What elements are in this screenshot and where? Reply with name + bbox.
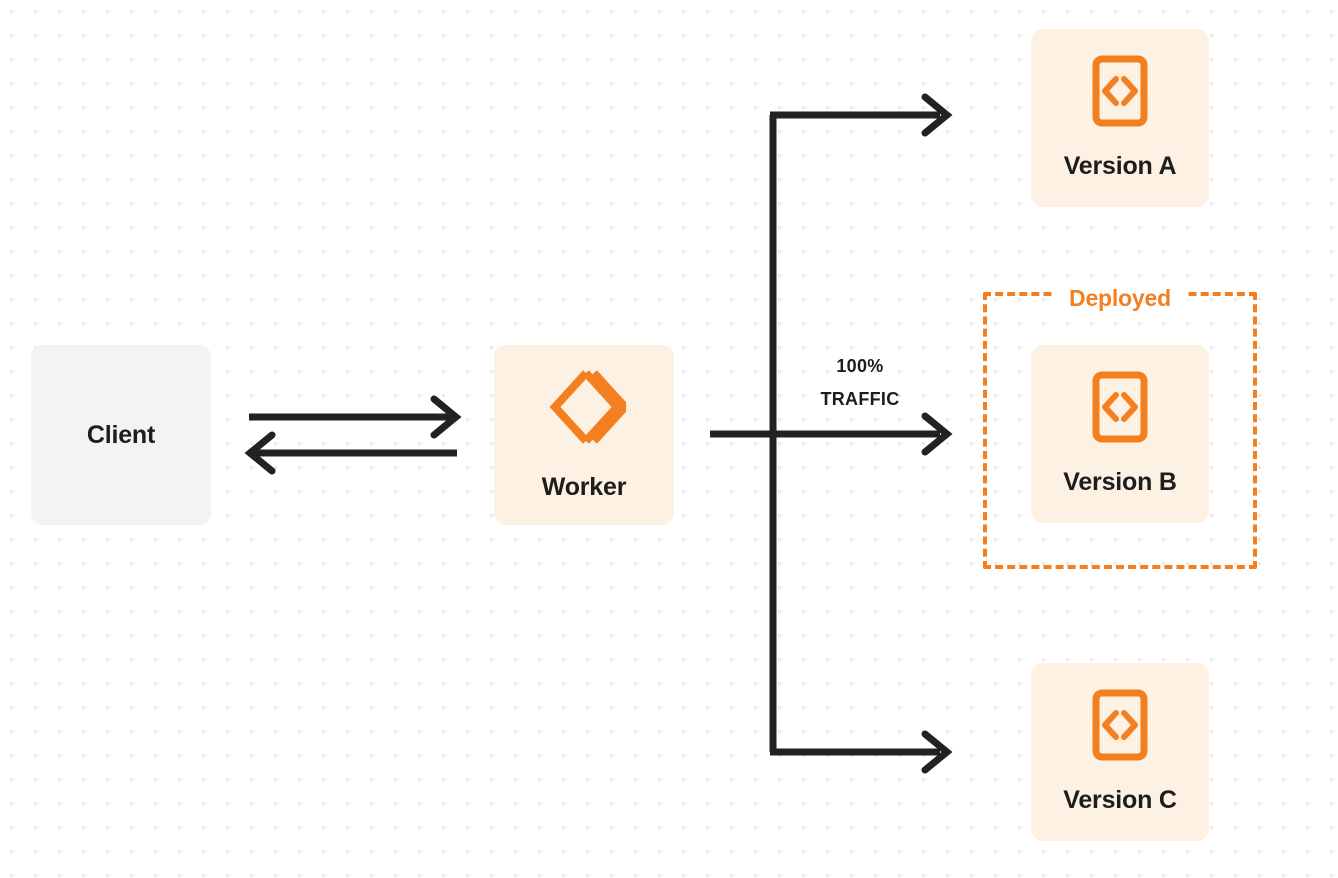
- traffic-percent: 100%: [836, 356, 884, 376]
- code-brackets-icon: [1092, 689, 1148, 766]
- cloudflare-workers-logo-icon: [542, 368, 631, 451]
- node-version-a[interactable]: Version A: [1031, 29, 1209, 207]
- code-brackets-icon: [1092, 55, 1148, 132]
- traffic-unit: TRAFFIC: [820, 389, 900, 409]
- node-version-a-label: Version A: [1063, 152, 1177, 180]
- node-client[interactable]: Client: [31, 345, 211, 525]
- deployed-group-label: Deployed: [1052, 285, 1188, 311]
- connector-worker-to-client: [244, 431, 457, 475]
- traffic-label: 100% TRAFFIC: [786, 350, 934, 416]
- code-brackets-icon: [1092, 371, 1148, 448]
- node-worker-label: Worker: [541, 473, 627, 501]
- connector-worker-branch-trunk: [710, 115, 780, 752]
- node-version-c[interactable]: Version C: [1031, 663, 1209, 841]
- node-client-label: Client: [86, 420, 156, 449]
- node-version-b[interactable]: Version B: [1031, 345, 1209, 523]
- connector-branch-version-c: [770, 730, 953, 774]
- node-version-c-label: Version C: [1063, 786, 1177, 814]
- node-version-b-label: Version B: [1063, 468, 1177, 496]
- connector-branch-version-a: [770, 93, 953, 137]
- connector-client-to-worker: [249, 395, 462, 439]
- node-worker[interactable]: Worker: [494, 345, 674, 525]
- connector-branch-version-b: [770, 412, 953, 456]
